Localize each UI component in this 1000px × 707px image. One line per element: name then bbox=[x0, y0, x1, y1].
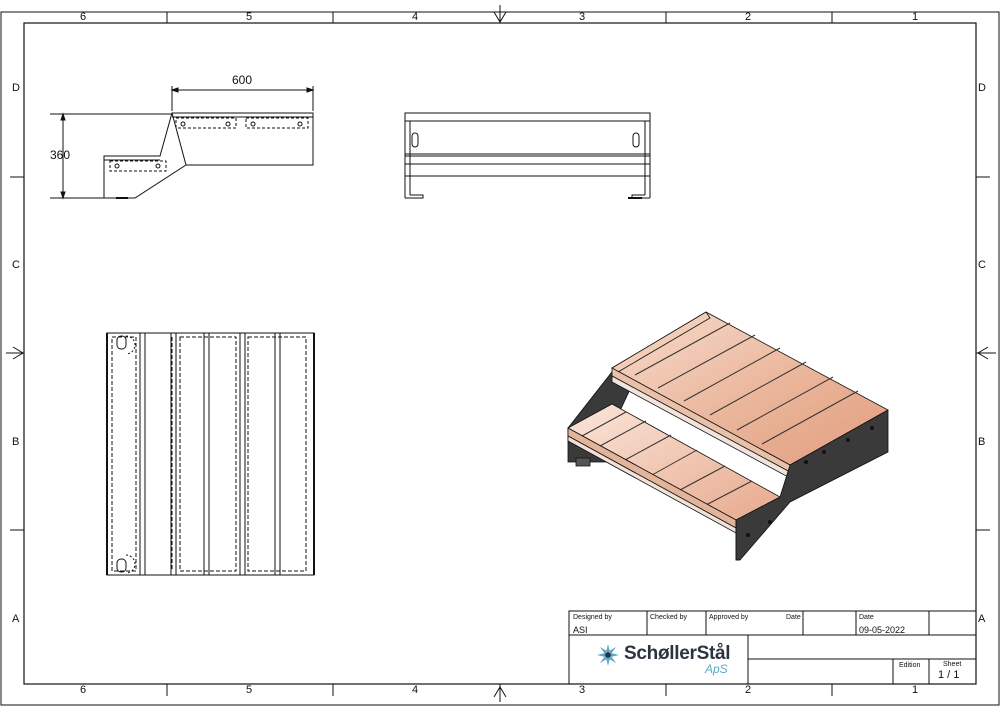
company-logo-text: SchøllerStål bbox=[624, 643, 731, 664]
sheet-label: Sheet bbox=[943, 661, 962, 668]
designed-by-label: Designed by bbox=[573, 614, 612, 621]
checked-by-label: Checked by bbox=[650, 614, 687, 621]
zone-col-2-bottom: 2 bbox=[745, 684, 752, 696]
dimension-width-label: 600 bbox=[232, 73, 253, 87]
zone-row-d-right: D bbox=[978, 82, 986, 94]
edition-label: Edition bbox=[899, 662, 921, 669]
logo-mark-icon bbox=[597, 644, 619, 666]
zone-col-5-bottom: 5 bbox=[246, 684, 253, 696]
zone-col-4-bottom: 4 bbox=[412, 684, 419, 696]
isometric-view bbox=[567, 311, 889, 561]
zone-row-a-right: A bbox=[978, 613, 986, 625]
approval-date-label: Date bbox=[786, 614, 801, 621]
outer-frame bbox=[0, 11, 1000, 706]
designed-by-value: ASI bbox=[573, 625, 588, 635]
zone-row-a-left: A bbox=[12, 613, 20, 625]
zone-col-3-bottom: 3 bbox=[579, 684, 586, 696]
zone-col-6-top: 6 bbox=[80, 11, 87, 23]
date-label: Date bbox=[859, 614, 874, 621]
zone-row-b-right: B bbox=[978, 436, 986, 448]
approved-by-label: Approved by bbox=[709, 614, 749, 621]
zone-col-3-top: 3 bbox=[579, 11, 586, 23]
dimension-height-label: 360 bbox=[50, 148, 71, 162]
zone-col-5-top: 5 bbox=[246, 11, 253, 23]
centering-marks bbox=[6, 5, 996, 702]
sheet-value: 1 / 1 bbox=[938, 669, 960, 681]
zone-row-b-left: B bbox=[12, 436, 20, 448]
zone-col-1-bottom: 1 bbox=[912, 684, 919, 696]
zone-ticks bbox=[10, 12, 990, 696]
top-view bbox=[106, 332, 315, 576]
zone-col-6-bottom: 6 bbox=[80, 684, 87, 696]
zone-col-2-top: 2 bbox=[745, 11, 752, 23]
zone-row-d-left: D bbox=[12, 82, 20, 94]
date-value: 09-05-2022 bbox=[859, 625, 906, 635]
title-block bbox=[568, 610, 977, 685]
drawing-border bbox=[23, 22, 977, 685]
company-logo-subtext: ApS bbox=[705, 662, 728, 676]
zone-col-1-top: 1 bbox=[912, 11, 919, 23]
zone-row-c-right: C bbox=[978, 259, 986, 271]
front-view bbox=[404, 112, 651, 199]
side-view bbox=[50, 86, 315, 200]
zone-col-4-top: 4 bbox=[412, 11, 419, 23]
zone-row-c-left: C bbox=[12, 259, 20, 271]
